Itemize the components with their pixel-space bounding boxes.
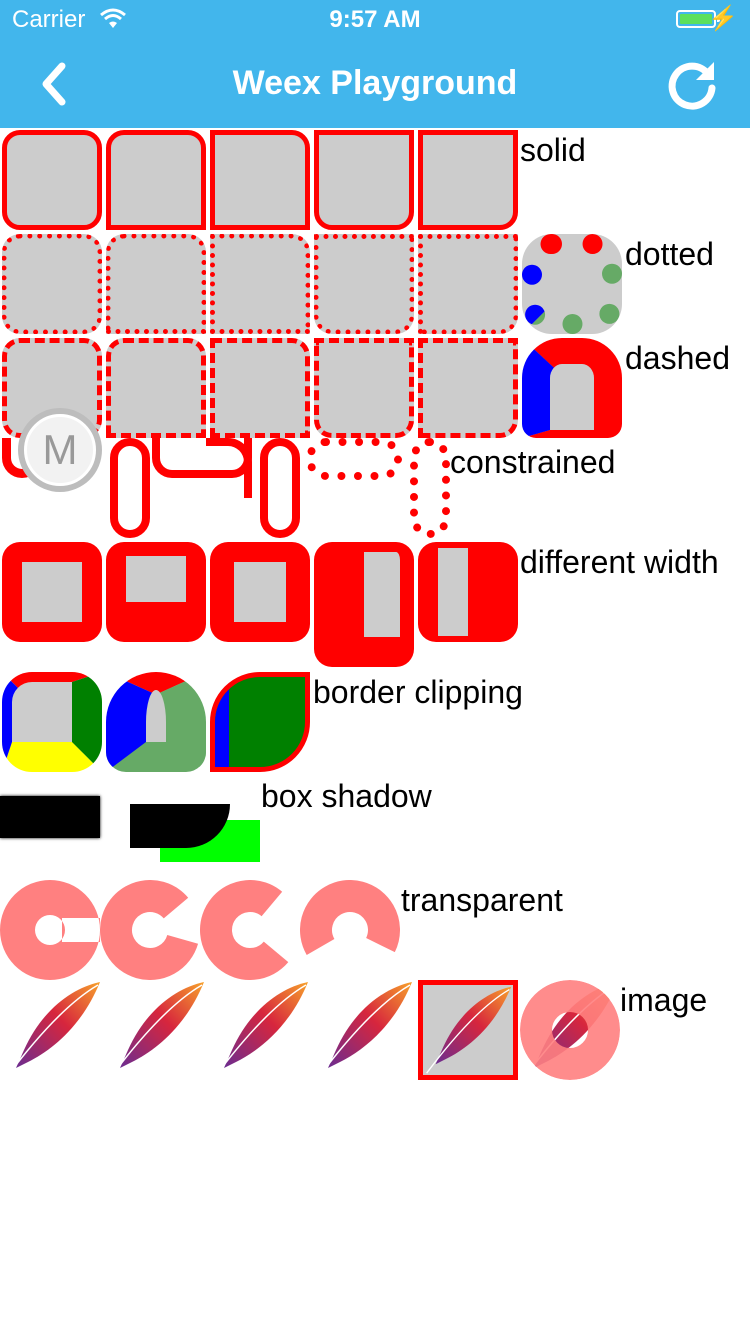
reload-icon[interactable] xyxy=(664,56,720,112)
shadow-box xyxy=(0,796,100,838)
dashed-box xyxy=(314,338,414,438)
dashed-box xyxy=(106,338,206,438)
status-bar: Carrier 9:57 AM ⚡ xyxy=(0,0,750,40)
navigation-bar: Weex Playground xyxy=(0,40,750,128)
dashed-label: dashed xyxy=(625,340,730,376)
feather-image xyxy=(5,982,100,1079)
dotted-multicolor-box xyxy=(522,234,622,334)
feather-image xyxy=(109,982,204,1079)
feather-image xyxy=(213,982,308,1079)
wifi-icon xyxy=(100,8,126,28)
dotted-box xyxy=(210,234,310,334)
dotted-label: dotted xyxy=(625,236,714,272)
clip-box xyxy=(2,672,102,772)
solid-box xyxy=(2,130,102,230)
constrained-shape xyxy=(410,438,450,538)
charging-icon: ⚡ xyxy=(708,5,738,32)
solid-box xyxy=(314,130,414,230)
constrained-shape xyxy=(110,438,150,538)
clip-box xyxy=(106,672,206,772)
dotted-box xyxy=(314,234,414,334)
constrained-shape xyxy=(260,438,300,538)
solid-box xyxy=(106,130,206,230)
clip-box xyxy=(210,672,310,772)
constrained-shape xyxy=(306,438,402,480)
solid-box xyxy=(418,130,518,230)
width-box xyxy=(2,542,102,642)
width-box xyxy=(106,542,206,642)
transparent-ring xyxy=(200,880,300,980)
solid-label: solid xyxy=(520,132,586,168)
constrained-shape xyxy=(206,438,252,498)
width-box xyxy=(210,542,310,642)
box-shadow-label: box shadow xyxy=(261,778,432,814)
page-title: Weex Playground xyxy=(232,64,518,102)
transparent-ring xyxy=(100,880,200,980)
border-clipping-label: border clipping xyxy=(313,674,523,710)
clock: 9:57 AM xyxy=(329,6,421,33)
carrier-label: Carrier xyxy=(12,6,86,33)
battery-icon xyxy=(676,10,720,28)
back-chevron-icon[interactable] xyxy=(32,60,80,108)
feather-image xyxy=(317,982,412,1079)
width-box xyxy=(418,542,518,642)
solid-box xyxy=(210,130,310,230)
different-width-label: different width xyxy=(520,544,719,580)
transparent-ring xyxy=(0,880,100,980)
dashed-multicolor-box xyxy=(522,338,622,438)
dashed-box xyxy=(418,338,518,438)
constrained-label: constrained xyxy=(450,444,616,480)
feather-image-bordered xyxy=(418,980,518,1080)
transparent-ring xyxy=(300,880,400,980)
dotted-box xyxy=(106,234,206,334)
floating-m-letter: M xyxy=(42,426,78,473)
dotted-box xyxy=(2,234,102,334)
transparent-label: transparent xyxy=(401,882,563,918)
feather-image-round xyxy=(520,980,620,1080)
dotted-box xyxy=(418,234,518,334)
image-label: image xyxy=(620,982,708,1018)
floating-m-button[interactable]: M xyxy=(18,408,102,492)
dashed-box xyxy=(210,338,310,438)
width-box xyxy=(314,542,414,667)
